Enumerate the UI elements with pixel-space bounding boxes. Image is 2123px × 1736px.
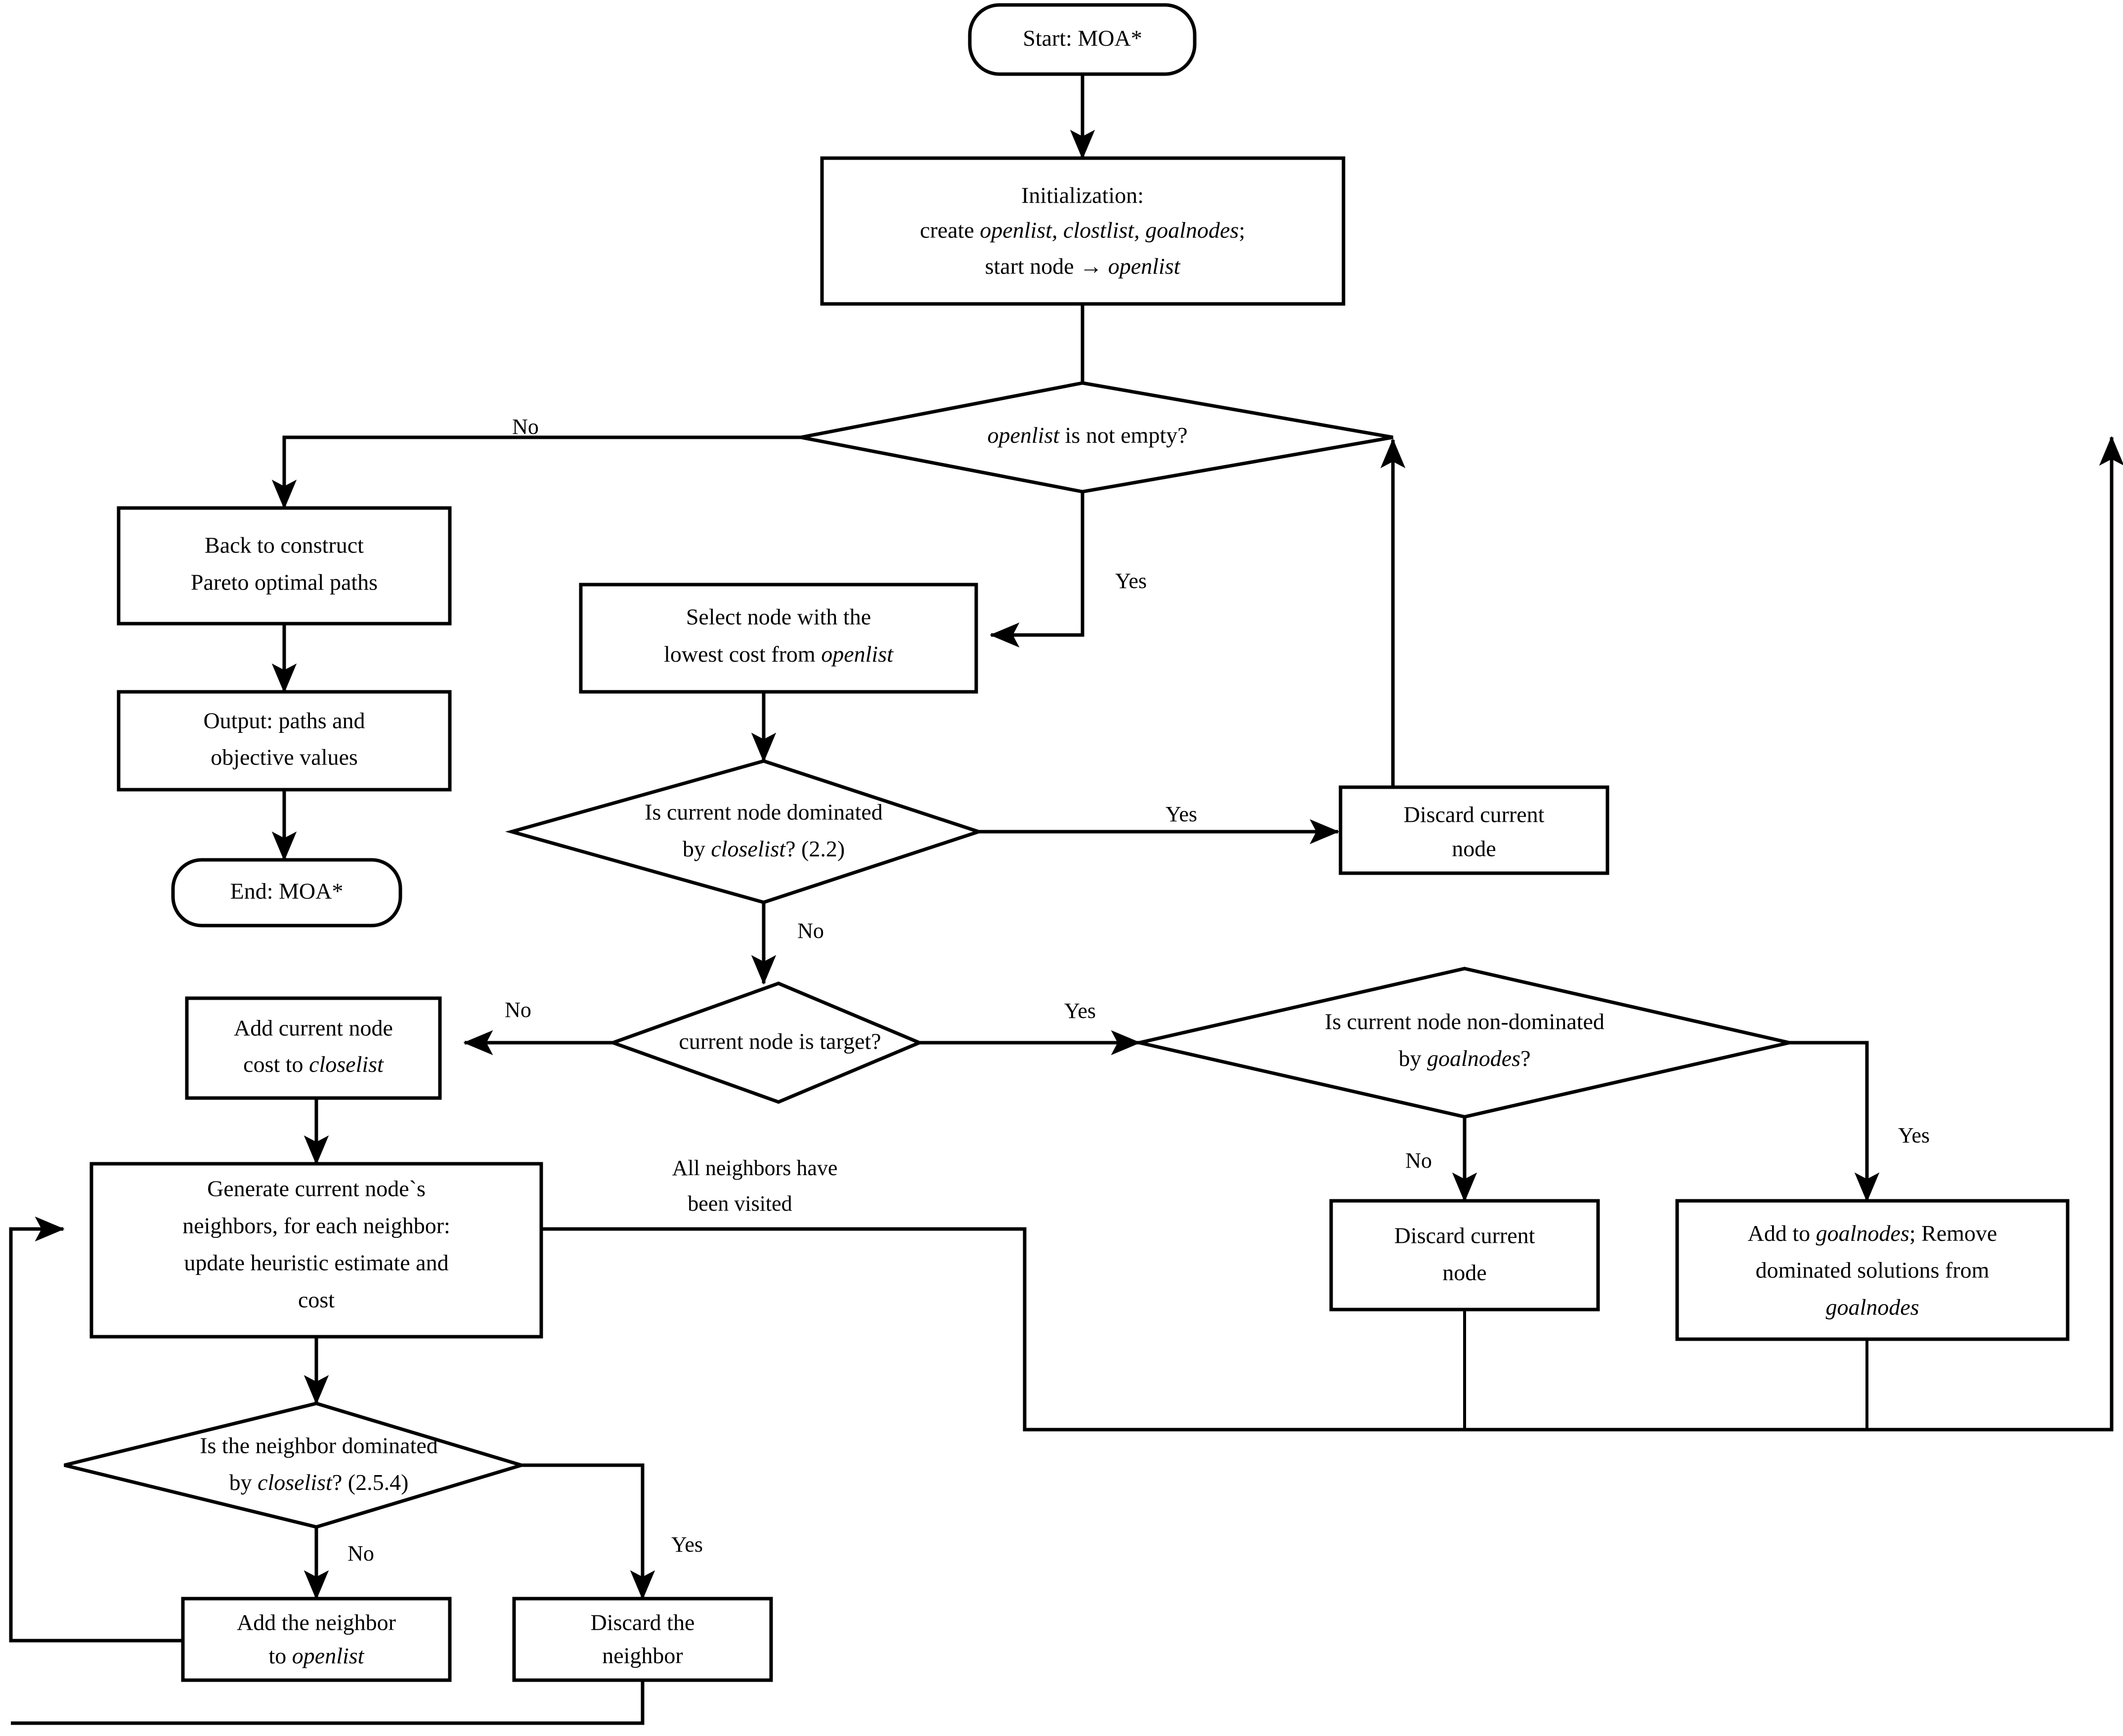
node-dominated-close-line2: by closelist? (2.2) — [683, 836, 845, 861]
node-add-closelist-line1: Add current node — [234, 1016, 393, 1041]
node-generate-neighbors-line3: update heuristic estimate and — [184, 1250, 448, 1275]
node-neighbor-dominated[interactable] — [64, 1401, 528, 1529]
node-output-line2: objective values — [211, 745, 358, 770]
node-neighbor-dominated-line1: Is the neighbor dominated — [200, 1433, 438, 1458]
edge-label-neighbor-no: No — [347, 1541, 374, 1566]
node-discard-current-1[interactable] — [1339, 785, 1609, 875]
node-generate-neighbors-line1: Generate current node`s — [207, 1176, 426, 1201]
edge-neighbor-yes — [435, 1463, 655, 1600]
edge-label-target-yes: Yes — [1064, 999, 1096, 1023]
node-start[interactable] — [968, 3, 1197, 76]
node-select-node[interactable] — [579, 583, 978, 694]
node-add-goalnodes[interactable] — [1675, 1199, 2070, 1341]
node-add-closelist-line2: cost to closelist — [243, 1052, 384, 1077]
node-openlist-check[interactable] — [800, 381, 1393, 494]
node-add-neighbor-line1: Add the neighbor — [237, 1610, 396, 1635]
node-discard-current-2-line2: node — [1442, 1260, 1486, 1285]
node-output[interactable] — [117, 690, 452, 792]
edge-label-target-no: No — [505, 998, 531, 1022]
edge-label-openlist-no: No — [512, 415, 539, 439]
node-discard-current-2[interactable] — [1329, 1199, 1600, 1312]
node-openlist-check-label: openlist is not empty? — [987, 423, 1187, 448]
node-nondominated-goal-line2: by goalnodes? — [1398, 1046, 1530, 1071]
edge-label-openlist-yes: Yes — [1115, 569, 1147, 593]
edge-all-neighbors-return — [541, 436, 2123, 1432]
node-is-target[interactable] — [607, 981, 924, 1104]
node-discard-neighbor-line1: Discard the — [591, 1610, 695, 1635]
node-is-target-label: current node is target? — [679, 1029, 881, 1054]
node-back-construct-line2: Pareto optimal paths — [191, 570, 378, 595]
edge-openlist-no — [271, 435, 801, 509]
node-back-construct[interactable] — [117, 506, 452, 626]
node-start-label: Start: MOA* — [1023, 26, 1142, 51]
node-nondominated-goal-line1: Is current node non-dominated — [1325, 1009, 1604, 1034]
node-discard-neighbor-line2: neighbor — [602, 1643, 683, 1668]
edge-discardneighbor-loopback — [11, 1680, 645, 1725]
node-add-neighbor-line2: to openlist — [269, 1643, 365, 1668]
edge-label-dominated-no: No — [797, 919, 824, 943]
node-neighbor-dominated-line2: by closelist? (2.5.4) — [229, 1470, 409, 1495]
node-add-neighbor[interactable] — [181, 1597, 452, 1682]
node-select-node-line1: Select node with the — [686, 604, 871, 630]
node-generate-neighbors-line4: cost — [298, 1287, 335, 1313]
edge-label-dominated-yes: Yes — [1166, 802, 1197, 826]
edge-label-neighbor-yes: Yes — [671, 1532, 703, 1557]
node-discard-current-1-line2: node — [1452, 836, 1496, 861]
node-discard-current-2-line1: Discard current — [1394, 1223, 1535, 1248]
node-output-line1: Output: paths and — [203, 708, 365, 733]
node-init-line1: Initialization: — [1021, 183, 1144, 208]
node-dominated-close-line1: Is current node dominated — [645, 800, 883, 825]
edge-goal-yes — [1789, 1041, 1880, 1202]
edge-label-goal-yes: Yes — [1898, 1123, 1930, 1147]
edge-label-all-neighbors-line2: been visited — [688, 1191, 792, 1216]
node-discard-current-1-line1: Discard current — [1404, 802, 1545, 827]
node-add-goalnodes-line3: goalnodes — [1825, 1295, 1919, 1320]
node-end-label: End: MOA* — [230, 879, 344, 904]
edge-label-all-neighbors-line1: All neighbors have — [672, 1156, 838, 1180]
node-add-goalnodes-line2: dominated solutions from — [1756, 1258, 1990, 1283]
node-add-closelist[interactable] — [185, 996, 442, 1100]
edge-addneighbor-loopback — [9, 1216, 183, 1643]
edge-openlist-yes — [990, 492, 1084, 648]
node-discard-neighbor[interactable] — [512, 1597, 773, 1682]
node-nondominated-goal[interactable] — [1139, 967, 1790, 1119]
edge-label-goal-no: No — [1405, 1148, 1432, 1173]
node-back-construct-line1: Back to construct — [205, 533, 364, 558]
node-init[interactable] — [820, 156, 1345, 306]
node-add-goalnodes-line1: Add to goalnodes; Remove — [1748, 1221, 1997, 1246]
node-generate-neighbors-line2: neighbors, for each neighbor: — [182, 1213, 450, 1238]
node-init-line2: create openlist, clostlist, goalnodes; — [920, 217, 1245, 243]
node-select-node-line2: lowest cost from openlist — [664, 641, 894, 667]
node-end[interactable] — [171, 858, 402, 928]
node-init-line3: start node → openlist — [985, 254, 1181, 279]
node-generate-neighbors[interactable] — [89, 1162, 543, 1339]
node-dominated-close[interactable] — [505, 759, 985, 904]
